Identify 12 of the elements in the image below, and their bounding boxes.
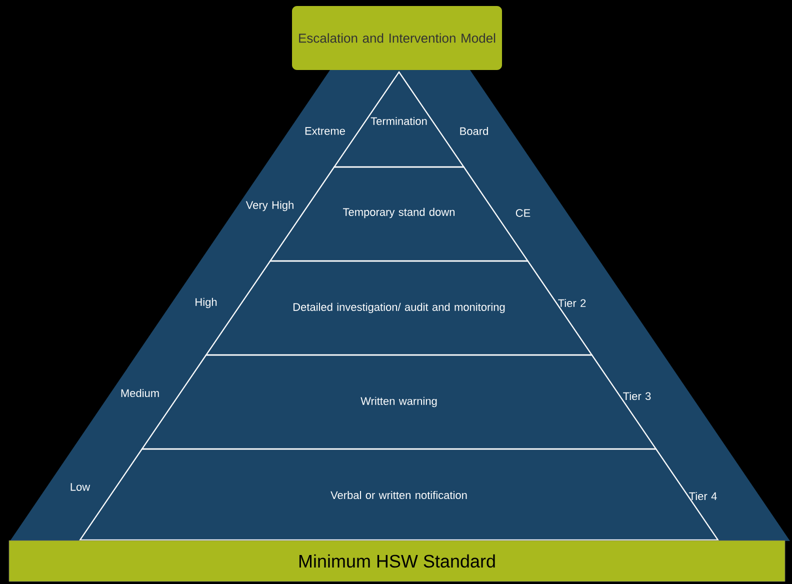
authority-label: Tier 3: [623, 392, 651, 400]
risk-level-label: Extreme: [305, 127, 345, 135]
risk-level-label: High: [196, 298, 217, 308]
title-box: Escalation and Intervention Model: [292, 6, 502, 70]
authority-label: Board: [460, 126, 488, 136]
risk-level-label: Very High: [246, 200, 294, 212]
risk-level-label: Medium: [121, 388, 159, 398]
authority-label: Tier 2: [558, 298, 586, 308]
authority-label: Tier 4: [689, 492, 717, 500]
base-bar: Minimum HSW Standard: [8, 540, 786, 582]
authority-label: CE: [516, 209, 530, 217]
risk-level-label: Low: [70, 483, 90, 491]
